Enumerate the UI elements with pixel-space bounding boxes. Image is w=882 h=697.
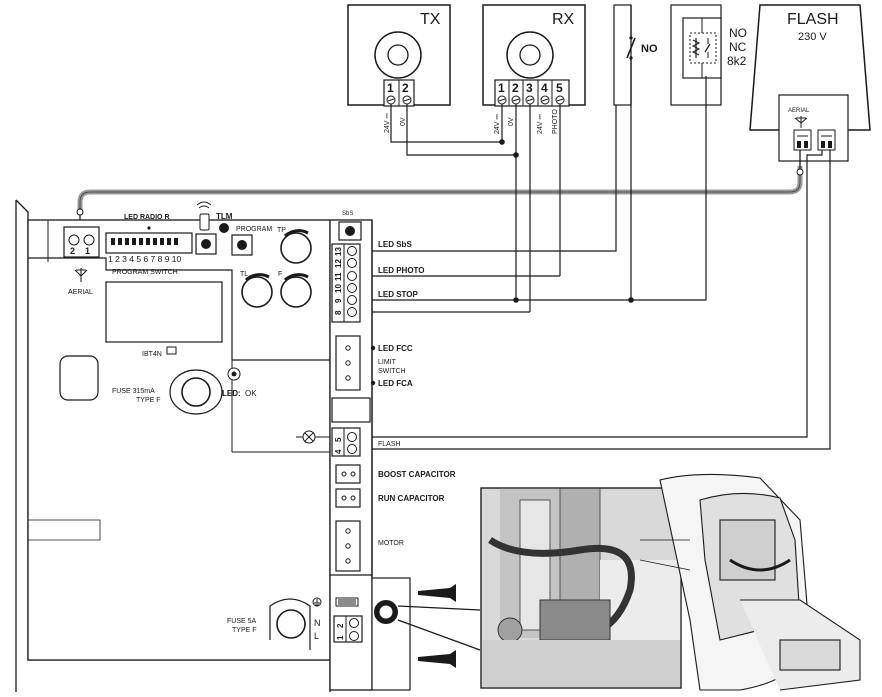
dip-numbers: 1 2 3 4 5 6 7 8 9 10	[108, 254, 182, 264]
power-terminal-2: 2	[336, 623, 345, 628]
led-fca-label: LED FCA	[378, 379, 413, 388]
aerial-coax-cable	[76, 150, 804, 224]
ibt4n-icon	[166, 346, 177, 355]
cable-gland	[371, 577, 481, 691]
terminal-10: 10	[334, 284, 343, 293]
radio-button-cap	[201, 239, 211, 249]
no-switch: NO	[613, 4, 658, 106]
wifi-remote-icon	[196, 201, 212, 231]
fuse-5a: FUSE 5A TYPE F	[227, 598, 311, 650]
edge-label-no: NO	[729, 26, 747, 40]
led-ok-prefix: LED:	[222, 389, 241, 398]
tlm-label: TLM	[216, 212, 233, 221]
wiring	[360, 76, 831, 450]
tx-terminal-2: 2	[402, 81, 409, 95]
fuse-top-line2: TYPE F	[136, 397, 161, 404]
fuse-top-line1: FUSE 315mA	[112, 388, 155, 395]
photo-inset-closeup	[480, 487, 682, 689]
rx-device: RX 1 2 3 4 5 24V ⎓ 0V 24V ⎓ PHOTO	[482, 4, 586, 134]
tx-title: TX	[420, 11, 441, 28]
terminal-strip: SbS 13 12 11 10 9 8 5 4	[312, 211, 387, 691]
rx-terminal-3: 3	[526, 81, 533, 95]
led-radio-dot	[147, 226, 151, 230]
flash-lamp-device: FLASH 230 V AERIAL	[749, 4, 871, 162]
n-label: N	[314, 618, 321, 628]
program-label: PROGRAM	[236, 226, 272, 233]
boost-capacitor-label: BOOST CAPACITOR	[378, 470, 456, 479]
led-photo-label: LED PHOTO	[378, 266, 425, 275]
terminal-8: 8	[334, 310, 343, 315]
terminal-labels: LED SbS LED PHOTO LED STOP LED FCC LIMIT…	[378, 240, 456, 547]
trimmer-tp[interactable]: TP	[277, 227, 312, 264]
flash-title: FLASH	[787, 11, 839, 28]
safety-edge-device: NO NC 8k2	[670, 4, 747, 106]
ibt4n-slot	[105, 281, 223, 343]
trimmer-f[interactable]: F	[278, 271, 312, 308]
flash-terminal-5: 5	[334, 437, 343, 442]
flash-terminal-4: 4	[334, 449, 343, 454]
terminal-11: 11	[334, 272, 343, 281]
terminal-13: 13	[334, 247, 343, 256]
trimmer-tl[interactable]: TL	[240, 271, 273, 308]
flash-voltage: 230 V	[798, 31, 827, 43]
motor-label: MOTOR	[378, 540, 404, 547]
power-terminal-1: 1	[336, 635, 345, 640]
rx-terminal-2: 2	[512, 81, 519, 95]
antenna-icon	[794, 116, 808, 128]
rx-title: RX	[552, 11, 575, 28]
rx-label-24v-a: 24V ⎓	[494, 114, 501, 134]
board-aerial-terminal: 2 1 AERIAL	[63, 226, 100, 296]
fuse-315ma: FUSE 315mA TYPE F	[112, 369, 223, 415]
ibt4n-label: IBT4N	[142, 351, 162, 358]
rx-label-24v-b: 24V ⎓	[537, 114, 544, 134]
fuse-bottom-line2: TYPE F	[232, 627, 257, 634]
led-sbs-label: LED SbS	[378, 240, 412, 249]
screw-icon	[418, 650, 456, 668]
led-stop-label: LED STOP	[378, 290, 419, 299]
led-fcc-label: LED FCC	[378, 344, 413, 353]
run-capacitor-label: RUN CAPACITOR	[378, 494, 445, 503]
limit-switch-line2: SWITCH	[378, 368, 406, 375]
terminal-12: 12	[334, 259, 343, 268]
aerial-terminal-1: 1	[85, 246, 90, 256]
fuse-bottom-line1: FUSE 5A	[227, 618, 257, 625]
edge-label-nc: NC	[729, 40, 747, 54]
flash-aerial-label: AERIAL	[788, 108, 810, 114]
screw-icon	[418, 584, 456, 602]
board-aerial-label: AERIAL	[68, 289, 93, 296]
rx-terminal-5: 5	[556, 81, 563, 95]
l-label: L	[314, 631, 319, 641]
tx-label-24v: 24V ⎓	[384, 113, 391, 133]
tp-label: TP	[277, 227, 286, 234]
program-button-cap	[237, 240, 247, 250]
aerial-terminal-2: 2	[70, 246, 75, 256]
program-switch-label: PROGRAM SWITCH	[112, 269, 178, 276]
tlm-led	[219, 223, 229, 233]
switch-no-label: NO	[641, 43, 658, 55]
flash-terminal-label: FLASH	[378, 441, 401, 448]
lamp-icon	[296, 430, 330, 444]
limit-switch-line1: LIMIT	[378, 359, 397, 366]
sbs-label: SbS	[342, 211, 353, 217]
led-radio-label: LED RADIO R	[124, 214, 170, 221]
tx-device: TX 1 2 24V ⎓ 0V	[347, 4, 451, 133]
terminal-9: 9	[334, 298, 343, 303]
operator-housing-drawing	[639, 473, 861, 691]
program-switch-block: LED RADIO R 1 2 3 4 5 6 7 8 9 10 PROGRAM…	[105, 214, 193, 276]
edge-label-8k2: 8k2	[727, 54, 747, 68]
antenna-icon	[74, 268, 88, 282]
ground-icon	[312, 597, 322, 607]
tl-label: TL	[240, 271, 248, 278]
rx-terminal-1: 1	[498, 81, 505, 95]
rx-label-photo: PHOTO	[552, 109, 559, 134]
rx-label-0v: 0V	[508, 117, 515, 126]
f-label: F	[278, 271, 282, 278]
rx-terminal-4: 4	[541, 81, 548, 95]
tx-label-0v: 0V	[400, 117, 407, 126]
tx-terminal-1: 1	[387, 81, 394, 95]
led-ok-label: OK	[245, 389, 257, 398]
